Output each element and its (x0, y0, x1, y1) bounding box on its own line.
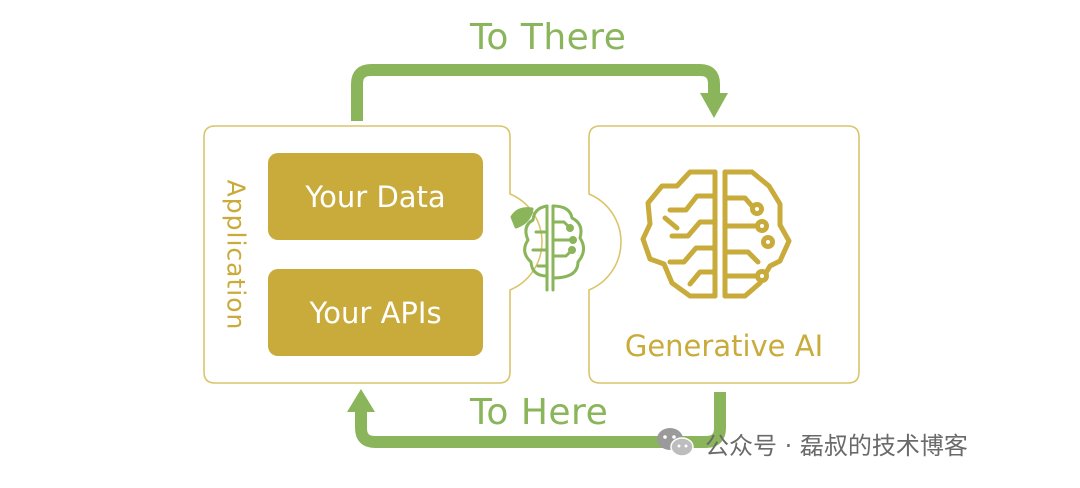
application-label: Application (221, 179, 251, 331)
brain-leaf-icon (510, 204, 585, 292)
watermark-text: 公众号 · 磊叔的技术博客 (705, 431, 968, 460)
wechat-icon (657, 428, 694, 457)
your-data-box: Your Data (268, 153, 483, 240)
ai-brain-circuit-icon (640, 169, 792, 299)
bottom-arrow-line (355, 392, 726, 448)
to-here-label: To Here (470, 392, 609, 433)
generative-ai-label: Generative AI (624, 329, 824, 363)
top-arrow-head (700, 93, 728, 118)
bottom-arrow-head (347, 389, 375, 412)
watermark: 公众号 · 磊叔的技术博客 (655, 425, 968, 461)
top-arrow-line (351, 64, 720, 121)
to-there-label: To There (470, 17, 627, 58)
your-apis-box: Your APIs (268, 269, 483, 356)
